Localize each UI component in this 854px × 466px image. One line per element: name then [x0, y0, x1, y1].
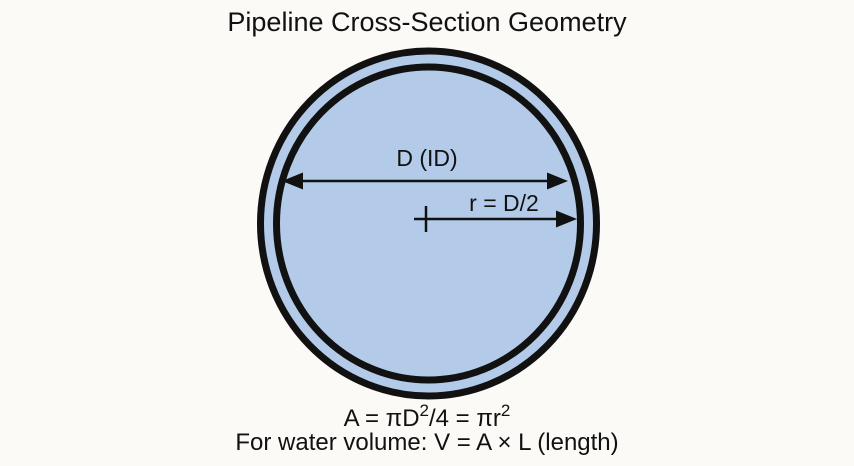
area-formula-exponent-1: 2 — [419, 401, 429, 420]
radius-label: r = D/2 — [469, 190, 539, 216]
radius-arrowhead-icon — [556, 210, 577, 228]
area-formula: A = πD2/4 = πr2 — [0, 398, 854, 433]
diameter-label: D (ID) — [396, 145, 458, 171]
area-formula-exponent-2: 2 — [500, 401, 511, 420]
diameter-arrowhead-right-icon — [547, 172, 568, 190]
volume-formula: For water volume: V = A × L (length) — [235, 429, 619, 456]
page-title: Pipeline Cross-Section Geometry — [227, 7, 627, 37]
diameter-arrowhead-left-icon — [282, 172, 303, 190]
area-formula-middle: /4 = πr — [429, 405, 501, 432]
area-formula-prefix: A = πD — [343, 405, 420, 432]
pipe-inner-wall — [273, 63, 584, 384]
